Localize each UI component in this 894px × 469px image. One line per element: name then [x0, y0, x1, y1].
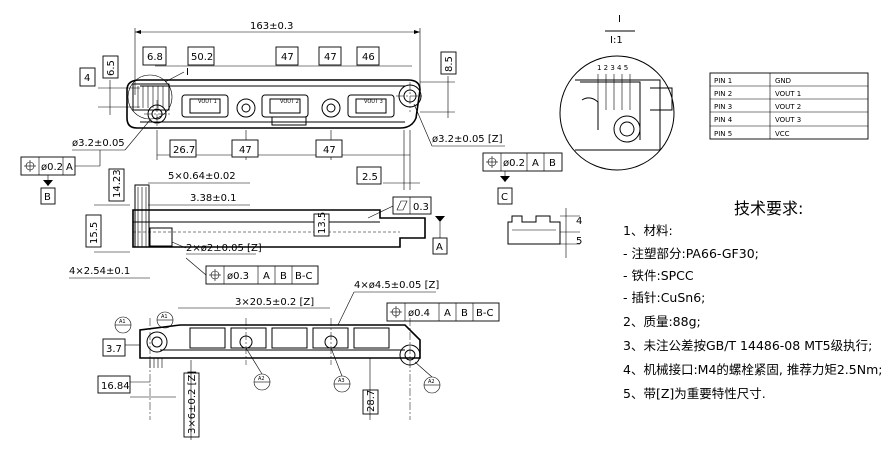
- dim-4-small: 4: [576, 216, 582, 227]
- dim-pitch-20-5: 3×20.5±0.2 [Z]: [235, 297, 314, 308]
- technical-requirements: 技术要求: 1、材料: - 注塑部分:PA66-GF30; - 铁件:SPCC …: [623, 199, 882, 401]
- svg-text:B-C: B-C: [295, 271, 312, 282]
- svg-text:A: A: [263, 271, 270, 282]
- hole-left-callout: ø3.2±0.05: [72, 138, 125, 149]
- pin-table-row-2-pin: PIN 2: [714, 90, 732, 98]
- svg-text:A: A: [532, 158, 539, 169]
- svg-text:A2: A2: [428, 379, 435, 385]
- dim-2-5: 2.5: [362, 172, 378, 183]
- dim-pin-pitch: 4×2.54±0.1: [69, 266, 130, 277]
- fcf-pos-mount: ø0.4 A B B-C: [386, 302, 500, 322]
- dim-pin-holes: 2×ø2±0.05 [Z]: [186, 243, 262, 254]
- dim-26-7: 26.7: [173, 145, 195, 156]
- svg-text:B-C: B-C: [476, 308, 493, 319]
- dim-pitch-6: 3×6±0.2 [Z]: [187, 371, 198, 434]
- notes-line-1: 1、材料:: [623, 223, 673, 238]
- dim-47-b: 47: [324, 52, 337, 63]
- top-view: 163±0.3 6.8 50.2 47 47 46 4 6.5 8.5: [20, 21, 563, 205]
- svg-text:A2: A2: [258, 376, 265, 382]
- dim-28-7: 28.7: [366, 390, 377, 412]
- svg-text:A1: A1: [119, 319, 126, 325]
- svg-text:A1: A1: [161, 314, 168, 320]
- notes-line-4: - 插针:CuSn6;: [623, 290, 705, 305]
- pin-table-row-4-pin: PIN 4: [714, 116, 733, 124]
- notes-line-3: - 铁件:SPCC: [623, 268, 694, 283]
- side-view: 14.23 15.5 5×0.64±0.02 3.38±0.1 13.5 0.3: [69, 168, 448, 285]
- pin-table-row-4-signal: VOUT 3: [775, 116, 801, 124]
- svg-text:ø0.4: ø0.4: [408, 308, 430, 319]
- pin-table-row-5-pin: PIN 5: [714, 130, 732, 138]
- svg-text:0.3: 0.3: [413, 202, 429, 213]
- label-vout-2: VOUT 2: [280, 99, 299, 105]
- dim-mount-holes: 4×ø4.5±0.05 [Z]: [354, 280, 439, 291]
- dim-47-c: 47: [239, 145, 252, 156]
- dim-47-d: 47: [323, 145, 336, 156]
- fcf-pos-ab: ø0.2 A B C: [482, 152, 563, 205]
- datum-c: C: [501, 192, 508, 203]
- svg-text:B: B: [280, 271, 287, 282]
- fcf-pos-pins: ø0.3 A B B-C: [185, 257, 319, 285]
- pin-table: PIN 1 GND PIN 2 VOUT 1 PIN 3 VOUT 2 PIN …: [709, 72, 869, 140]
- svg-text:B: B: [549, 158, 556, 169]
- dim-6-5: 6.5: [106, 60, 117, 76]
- fcf-flatness: 0.3: [367, 196, 432, 219]
- dim-overall-length: 163±0.3: [250, 21, 293, 32]
- notes-line-8: 5、带[Z]为重要特性尺寸.: [623, 386, 766, 401]
- notes-title: 技术要求:: [734, 199, 803, 218]
- notes-line-5: 2、质量:88g;: [623, 314, 701, 329]
- pin-table-row-5-signal: VCC: [775, 130, 790, 138]
- pin-table-row-3-pin: PIN 3: [714, 103, 732, 111]
- svg-text:ø0.3: ø0.3: [227, 271, 249, 282]
- notes-line-6: 3、未注公差按GB/T 14486-08 MT5级执行;: [623, 338, 872, 353]
- dim-47-a: 47: [281, 52, 294, 63]
- small-section-view: 4 5: [507, 208, 582, 258]
- pin-table-row-3-signal: VOUT 2: [775, 103, 801, 111]
- detail-title-letter: I: [618, 14, 621, 25]
- hole-right-callout: ø3.2±0.05 [Z]: [432, 134, 503, 145]
- svg-text:B: B: [461, 308, 468, 319]
- pin-table-row-1-signal: GND: [775, 77, 791, 85]
- pin-table-row-1-pin: PIN 1: [714, 77, 732, 85]
- detail-marker-i: I: [186, 67, 189, 78]
- dim-5-small: 5: [576, 236, 582, 247]
- housing-outline-bottom: [139, 324, 421, 359]
- label-vout-3: VOUT 3: [364, 99, 383, 105]
- datum-b: B: [44, 192, 51, 203]
- housing-outline-side: [132, 209, 426, 248]
- dim-50-2: 50.2: [191, 52, 213, 63]
- svg-text:A: A: [444, 308, 451, 319]
- pin-table-row-2-signal: VOUT 1: [775, 90, 801, 98]
- dim-4: 4: [84, 73, 90, 84]
- connector-housing: [132, 83, 170, 111]
- dim-3-38: 3.38±0.1: [190, 193, 237, 204]
- datum-a: A: [436, 242, 443, 253]
- dim-15-5: 15.5: [89, 222, 100, 244]
- notes-line-7: 4、机械接口:M4的螺栓紧固, 推荐力矩2.5Nm;: [623, 362, 882, 377]
- svg-text:A3: A3: [338, 378, 345, 384]
- fcf-pos-a: ø0.2 A B: [20, 150, 101, 205]
- svg-text:ø0.2: ø0.2: [41, 162, 63, 173]
- datum-target-markers: A1 A1 A2 A3 A2: [114, 311, 441, 394]
- dim-16-84: 16.84: [101, 381, 130, 392]
- bottom-view: 4×ø4.5±0.05 [Z] 3×20.5±0.2 [Z] ø0.4 A B …: [97, 280, 500, 440]
- dim-3-7: 3.7: [106, 344, 122, 355]
- dim-46: 46: [362, 52, 375, 63]
- dim-8-5: 8.5: [444, 56, 455, 72]
- dim-13-5: 13.5: [317, 212, 328, 234]
- detail-view-i: I I:1 1 2 3 4 5: [559, 14, 675, 171]
- detail-pin-numbers: 1 2 3 4 5: [597, 64, 628, 72]
- notes-line-2: - 注塑部分:PA66-GF30;: [623, 246, 759, 261]
- svg-text:A: A: [66, 162, 73, 173]
- dim-6-8: 6.8: [147, 52, 163, 63]
- dim-pin-width: 5×0.64±0.02: [168, 171, 236, 182]
- detail-scale: I:1: [610, 35, 623, 46]
- svg-text:ø0.2: ø0.2: [503, 158, 525, 169]
- dim-14-23: 14.23: [112, 169, 123, 198]
- label-vout-1: VOUT 1: [198, 99, 217, 105]
